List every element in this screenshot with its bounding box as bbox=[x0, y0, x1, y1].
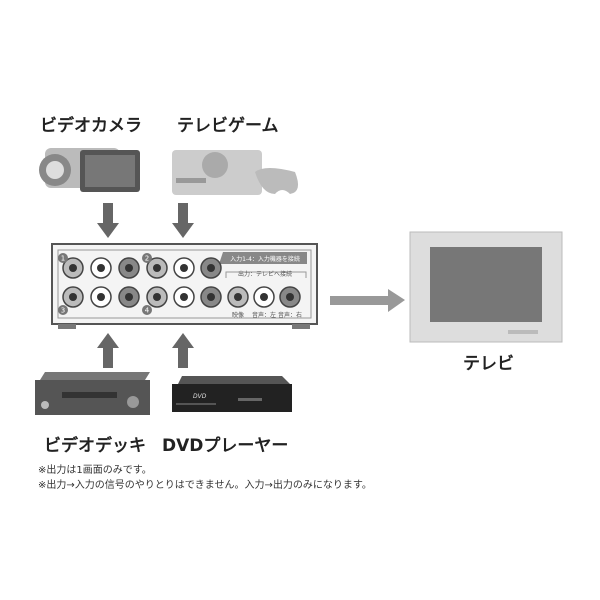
video-deck-image bbox=[35, 372, 150, 415]
input-label: 入力1-4：入力機器を接続 bbox=[230, 255, 300, 263]
note-2: ※出力→入力の信号のやりとりはできません。入力→出力のみになります。 bbox=[38, 480, 372, 491]
arrow-right bbox=[330, 289, 405, 312]
arrow-down-2 bbox=[172, 203, 194, 238]
dvd-player-image: DVD bbox=[172, 376, 292, 412]
output-audio-right-label: 音声：右 bbox=[278, 311, 302, 319]
av-switcher: 1 2 3 4 入力1-4：入力機器を接続 出力：テレビへ接続 映像 音声：左 音声：… bbox=[51, 243, 318, 329]
output-label: 出力：テレビへ接続 bbox=[238, 270, 292, 278]
input-number-badge bbox=[142, 305, 152, 315]
arrow-down-1 bbox=[97, 203, 119, 238]
arrow-up-2 bbox=[172, 333, 194, 368]
video-camera-image bbox=[39, 148, 140, 192]
tv-image bbox=[409, 231, 563, 343]
game-console-image bbox=[172, 150, 299, 195]
video-camera-label: ビデオカメラ bbox=[40, 116, 142, 136]
output-audio-left-label: 音声：左 bbox=[252, 311, 276, 319]
input-number: 3 bbox=[61, 307, 65, 315]
tv-label: テレビ bbox=[463, 354, 514, 374]
input-number: 2 bbox=[145, 255, 149, 263]
input-number-badge bbox=[58, 305, 68, 315]
dvd-logo: DVD bbox=[193, 393, 207, 400]
dvd-player-label: DVDプレーヤー bbox=[162, 436, 289, 456]
tv-game-label: テレビゲーム bbox=[177, 116, 279, 136]
video-deck-label: ビデオデッキ bbox=[44, 436, 146, 456]
input-number-badge bbox=[142, 253, 152, 263]
note-1: ※出力は1画面のみです。 bbox=[38, 465, 152, 476]
arrow-up-1 bbox=[97, 333, 119, 368]
output-video-label: 映像 bbox=[232, 311, 244, 319]
input-number: 4 bbox=[145, 307, 150, 315]
input-number: 1 bbox=[61, 255, 65, 263]
input-number-badge bbox=[58, 253, 68, 263]
